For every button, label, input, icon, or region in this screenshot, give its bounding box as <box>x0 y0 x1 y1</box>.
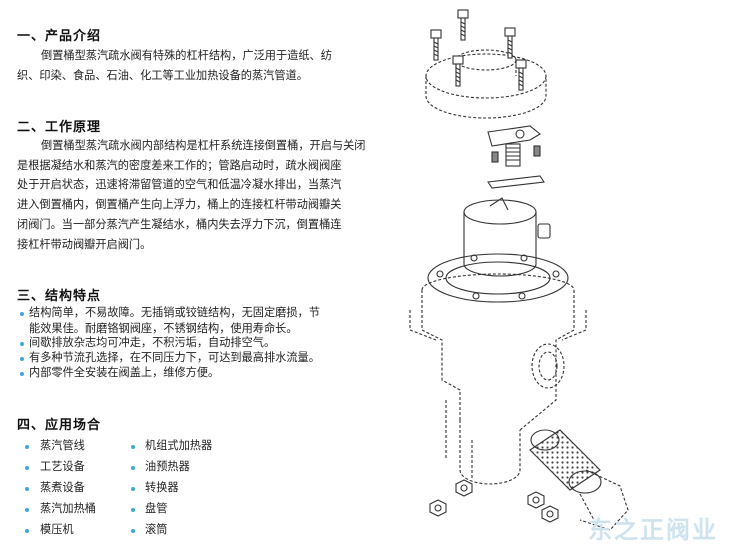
heading-product-intro: 一、产品介绍 <box>17 29 102 44</box>
bullet-dot <box>25 508 29 512</box>
bullet-dot <box>131 466 135 470</box>
valve-cover <box>425 49 547 119</box>
app-left-1: 蒸汽管线 <box>40 439 85 452</box>
intro-paragraph: 倒置桶型蒸汽疏水阀有特殊的杠杆结构，广泛用于造纸、纺 织、印染、食品、石油、化工… <box>17 46 357 85</box>
app-right-5: 滚筒 <box>145 523 168 536</box>
strainer-cap <box>579 469 629 531</box>
app-left-5: 模压机 <box>40 523 74 536</box>
bullet-dot <box>20 312 24 316</box>
bullet-dot <box>20 357 24 361</box>
inverted-bucket <box>463 197 551 277</box>
app-left-2: 工艺设备 <box>40 460 85 473</box>
principle-line-3: 处于开启状态，迅速将滞留管道的空气和低温冷凝水排出，当蒸汽 <box>17 178 342 192</box>
feature-item-2: 间歇排放杂志均可冲走，不积污垢，自动排空气。 <box>29 336 276 349</box>
app-right-2: 油预热器 <box>145 460 190 473</box>
bullet-dot <box>131 445 135 449</box>
feature-item-3: 有多种节流孔选择，在不同压力下，可达到最高排水流量。 <box>29 351 320 364</box>
app-right-3: 转换器 <box>145 481 179 494</box>
lever-mechanism <box>487 125 545 189</box>
bullet-dot <box>25 445 29 449</box>
nuts <box>429 479 559 523</box>
app-left-3: 蒸煮设备 <box>40 481 85 494</box>
bullet-dot <box>131 529 135 533</box>
heading-working-principle: 二、工作原理 <box>17 120 102 135</box>
principle-line-4: 进入倒置桶内，倒置桶产生向上浮力，桶上的连接杠杆带动阀瓣关 <box>17 198 342 212</box>
principle-line-1: 倒置桶型蒸汽疏水阀内部结构是杠杆系统连接倒置桶，开启与关闭 <box>41 139 366 152</box>
principle-line-5: 闭阀门。当一部分蒸汽产生凝结水，桶内失去浮力下沉，倒置桶连 <box>17 217 342 231</box>
bullet-dot <box>131 487 135 491</box>
feature-item-4: 内部零件全安装在阀盖上，维修方便。 <box>29 366 220 379</box>
principle-paragraph: 倒置桶型蒸汽疏水阀内部结构是杠杆系统连接倒置桶，开启与关闭 是根据凝结水和蒸汽的… <box>17 136 366 254</box>
bullet-dot <box>25 487 29 491</box>
feature-item-1-cont: 能效果佳。耐磨铬钢阀座，不锈钢结构，使用寿命长。 <box>29 322 298 335</box>
heading-applications: 四、应用场合 <box>17 418 102 433</box>
intro-line-1: 倒置桶型蒸汽疏水阀有特殊的杠杆结构，广泛用于造纸、纺 <box>41 49 332 62</box>
watermark: 东之正阀业 <box>588 516 718 544</box>
principle-line-2: 是根据凝结水和蒸汽的密度差来工作的；管路启动时，疏水阀阀座 <box>17 158 342 172</box>
bullet-dot <box>25 529 29 533</box>
intro-line-2: 织、印染、食品、石油、化工等工业加热设备的蒸汽管道。 <box>17 68 308 82</box>
bullet-dot <box>25 466 29 470</box>
app-right-1: 机组式加热器 <box>145 439 213 452</box>
bullet-dot <box>20 372 24 376</box>
bullet-dot <box>20 342 24 346</box>
app-left-4: 蒸汽加热桶 <box>40 502 96 515</box>
strainer-screen <box>529 429 602 494</box>
principle-line-6: 接杠杆带动阀瓣开启阀门。 <box>17 237 152 251</box>
cover-bolts <box>430 9 527 91</box>
heading-structure-features: 三、结构特点 <box>17 289 102 304</box>
feature-item-1: 结构简单，不易故障。无插销或铰链结构，无固定磨损，节 <box>29 306 320 319</box>
steam-trap-exploded-illustration <box>409 9 629 531</box>
valve-body <box>409 273 587 485</box>
bullet-dot <box>131 508 135 512</box>
app-right-4: 盘管 <box>145 502 168 515</box>
